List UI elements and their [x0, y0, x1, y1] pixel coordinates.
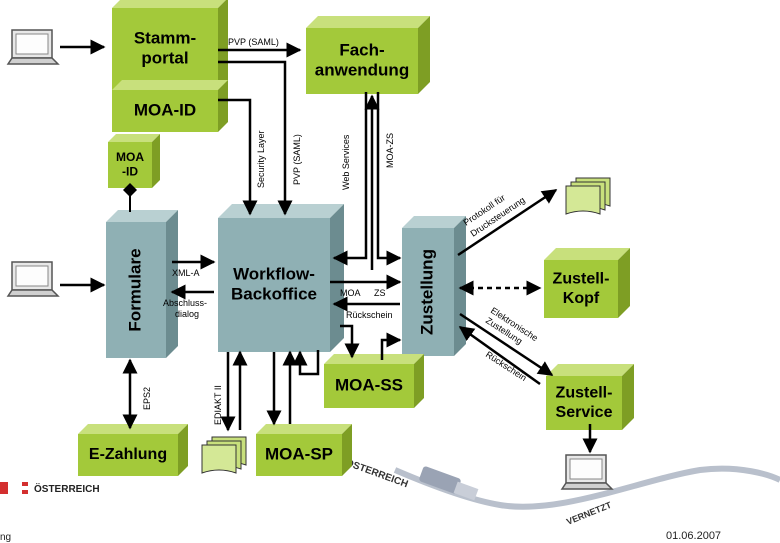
box-moa-id-small-label-2: -ID	[122, 164, 138, 178]
label-abschluss-2: dialog	[175, 309, 199, 319]
box-workflow: Workflow- Backoffice	[218, 204, 344, 352]
label-zs: ZS	[374, 288, 386, 298]
box-moa-id-main: MOA-ID	[112, 80, 228, 132]
box-e-zahlung: E-Zahlung	[78, 424, 188, 476]
box-workflow-label-1: Workflow-	[233, 264, 315, 283]
footer-date: 01.06.2007	[666, 530, 721, 542]
box-stammportal-label-2: portal	[141, 49, 188, 68]
box-stammportal: Stamm-portal	[112, 0, 228, 90]
box-stammportal-label-1: Stamm-	[134, 28, 196, 47]
label-moa: MOA	[340, 288, 361, 298]
document-stack-icon	[201, 436, 247, 474]
box-moa-id-small: MOA-ID	[108, 134, 160, 188]
box-fachanwendung: Fach-anwendung	[306, 16, 430, 94]
box-fachanwendung-label-2: anwendung	[315, 61, 409, 80]
box-formulare: Formulare	[106, 210, 178, 358]
label-abschluss-1: Abschluss-	[163, 298, 207, 308]
label-security-layer: Security Layer	[256, 130, 266, 188]
label-rueckschein-center: Rückschein	[346, 310, 393, 320]
label-pvp-saml-top: PVP (SAML)	[228, 37, 279, 47]
box-fachanwendung-label-1: Fach-	[339, 40, 384, 59]
box-moa-sp: MOA-SP	[256, 424, 352, 476]
connection-lines	[60, 39, 598, 454]
box-zustell-kopf-label-1: Zustell-	[553, 271, 610, 288]
label-xml-a: XML-A	[172, 268, 200, 278]
laptop-icon	[6, 29, 60, 65]
box-zustell-kopf: Zustell- Kopf	[544, 248, 630, 318]
box-moa-id-small-label-1: MOA	[116, 150, 144, 164]
box-formulare-label: Formulare	[125, 248, 144, 331]
label-ediakt: EDIAKT II	[213, 385, 223, 425]
laptop-icon	[6, 261, 60, 297]
box-zustellung-label: Zustellung	[417, 249, 436, 335]
box-moa-id-main-label: MOA-ID	[134, 100, 196, 119]
label-pvp-saml-vertical: PVP (SAML)	[292, 134, 302, 185]
box-workflow-label-2: Backoffice	[231, 285, 317, 304]
footer-bottom-left: ng	[0, 532, 11, 543]
label-eps2: EPS2	[142, 387, 152, 410]
usb-cable-icon	[393, 465, 780, 510]
box-moa-ss: MOA-SS	[324, 354, 424, 408]
box-layer: Stamm-portalMOA-IDFach-anwendungMOA-IDFo…	[78, 0, 634, 476]
box-zustell-service: Zustell- Service	[546, 364, 634, 430]
label-web-services: Web Services	[341, 134, 351, 190]
footer-logo-text: ÖSTERREICH	[34, 482, 100, 495]
box-zustell-service-label-1: Zustell-	[556, 385, 613, 402]
box-zustellung: Zustellung	[402, 216, 466, 356]
box-zustell-service-label-2: Service	[556, 404, 613, 421]
flag-icon	[0, 482, 28, 494]
box-e-zahlung-label: E-Zahlung	[89, 446, 167, 463]
box-moa-ss-label: MOA-SS	[335, 375, 403, 394]
label-moa-zs-vertical: MOA-ZS	[385, 133, 395, 168]
box-moa-sp-label: MOA-SP	[265, 444, 333, 463]
laptop-icon	[560, 454, 614, 490]
box-zustell-kopf-label-2: Kopf	[563, 290, 600, 307]
document-stack-icon	[565, 177, 611, 215]
